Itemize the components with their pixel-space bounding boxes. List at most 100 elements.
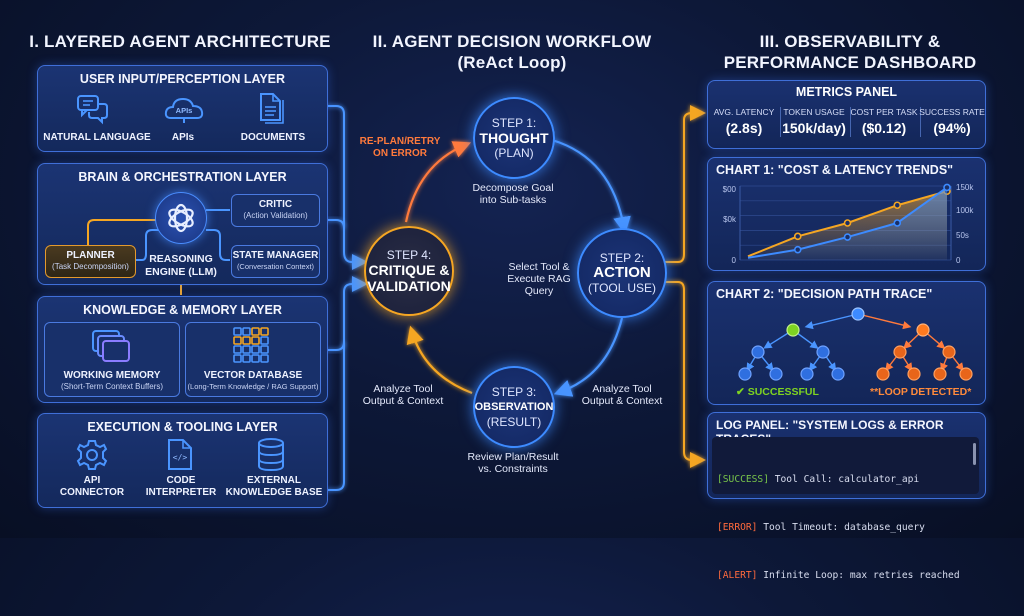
action-to-metrics [664,105,706,263]
vector-cell [242,336,251,345]
working-memory-card: WORKING MEMORY (Short-Term Context Buffe… [44,322,180,397]
api-connector-line1: API [83,475,101,486]
api-connector-label: API CONNECTOR [52,475,132,499]
dashboard-title-line2: PERFORMANCE DASHBOARD [723,53,977,72]
vector-cell [251,336,260,345]
left-tick-label: $00 [723,185,737,194]
log-tag-alert: [ALERT] [717,570,758,581]
tree-node [876,367,890,381]
gear-icon [76,440,108,470]
step3-note: Review Plan/Result vs. Constraints [455,451,571,475]
dashboard-title: III. OBSERVABILITY & PERFORMANCE DASHBOA… [700,31,1000,73]
log-line-success: [SUCCESS] Tool Call: calculator_api [717,472,960,488]
latency-point [893,219,902,227]
metric-divider [850,107,851,137]
metric-cost-per-task: COST PER TASK ($0.12) [850,107,918,136]
external-kb-line1: EXTERNAL [247,475,301,486]
bracket-bottom [326,276,368,491]
brain-orchestration-layer: BRAIN & ORCHESTRATION LAYER REASONING EN… [37,163,328,285]
planner-label: PLANNER [66,250,115,261]
code-interpreter-line1: CODE [166,475,196,486]
cost-point [893,201,902,210]
vector-grid-icon [233,327,269,363]
metric-avg-latency-label: AVG. LATENCY [713,107,775,117]
step1-number: STEP 1: [491,116,537,130]
vector-cell [260,336,269,345]
workflow-title-line1: II. AGENT DECISION WORKFLOW [372,32,652,51]
tree-node [907,367,921,381]
analyze-left-line1: Analyze Tool [373,383,433,395]
external-kb-label: EXTERNAL KNOWLEDGE BASE [224,475,324,499]
right-tick-label: 100k [956,206,974,215]
right-tick-label: 0 [956,256,961,265]
step3-observation: STEP 3: OBSERVATION (RESULT) [473,366,555,448]
tree-node [851,307,865,321]
tree-node [933,367,947,381]
workflow-title-line2: (ReAct Loop) [457,53,567,72]
metric-success-rate-value: (94%) [933,120,971,136]
step2-name: ACTION [593,264,651,281]
critic-sub: (Action Validation) [243,211,308,220]
apis-label: APIs [171,132,195,143]
stacked-windows-icon [92,330,130,362]
document-icon [260,93,284,124]
reasoning-engine-label: REASONING ENGINE (LLM) [138,253,224,279]
bracket-top [326,105,368,270]
state-manager-card: STATE MANAGER (Conversation Context) [231,245,320,278]
code-glyph: </> [173,453,188,462]
vector-cell [233,354,242,363]
brain-layer-title: BRAIN & ORCHESTRATION LAYER [78,170,287,184]
cloud-api-icon: APIs [164,97,204,123]
chart1-title: CHART 1: "COST & LATENCY TRENDS" [716,163,954,177]
tree-node [893,345,907,359]
metrics-panel-title: METRICS PANEL [795,85,898,99]
brain-inner-connectors [87,209,230,261]
step4-number: STEP 4: [386,248,432,262]
log-panel: LOG PANEL: "SYSTEM LOGS & ERROR TRACES" … [707,412,986,581]
code-interpreter-line2: INTERPRETER [145,487,217,498]
chart2-success-label: ✔ SUCCESSFUL [736,386,819,398]
analyze-right-line1: Analyze Tool [592,383,652,395]
working-memory-label: WORKING MEMORY [63,370,161,381]
reasoning-engine-node [155,192,207,244]
analyze-right-line2: Output & Context [581,395,663,407]
input-perception-layer: USER INPUT/PERCEPTION LAYER APIs NATURAL… [37,65,328,152]
log-scrollbar[interactable] [973,443,976,465]
tree-node [942,345,956,359]
vector-cell [242,327,251,336]
metric-divider [780,107,781,137]
working-memory-sub: (Short-Term Context Buffers) [60,382,164,391]
log-text-error: Tool Timeout: database_query [757,522,925,533]
tree-node [816,345,830,359]
log-tag-error: [ERROR] [717,522,758,533]
metric-avg-latency-value: (2.8s) [725,120,763,136]
latency-point [943,183,951,192]
log-line-error: [ERROR] Tool Timeout: database_query [717,520,960,536]
step2-action: STEP 2: ACTION (TOOL USE) [577,228,667,318]
metric-divider [920,107,921,137]
critic-card: CRITIC (Action Validation) [231,194,320,227]
bracket-memory [326,341,345,351]
arc-critique-to-thought [404,141,472,223]
step2-sub: (TOOL USE) [587,281,656,295]
chart2-loop-label: **LOOP DETECTED* [870,386,972,398]
vector-cell [242,354,251,363]
bracket-brain [326,219,345,229]
tree-node [916,323,930,337]
retry-line2: ON ERROR [373,148,427,159]
workflow-title: II. AGENT DECISION WORKFLOW (ReAct Loop) [352,31,672,73]
reasoning-engine-line1: REASONING [149,253,213,265]
metric-success-rate-label: SUCCESS RATE [919,107,985,117]
chart2-panel: CHART 2: "DECISION PATH TRACE" ✔ SUCCESS… [707,281,986,405]
cloud-api-text: APIs [176,106,193,115]
reasoning-engine-line2: ENGINE (LLM) [145,266,217,278]
input-layer-title: USER INPUT/PERCEPTION LAYER [79,72,286,86]
step2-note-line2: Execute RAG [507,273,571,285]
code-file-icon: </> [168,439,192,470]
log-console: [SUCCESS] Tool Call: calculator_api [ERR… [712,437,979,581]
vector-cell [260,345,269,354]
analyze-right-note: Analyze Tool Output & Context [576,383,668,407]
log-tag-success: [SUCCESS] [717,474,769,485]
architecture-title: I. LAYERED AGENT ARCHITECTURE [29,32,331,51]
